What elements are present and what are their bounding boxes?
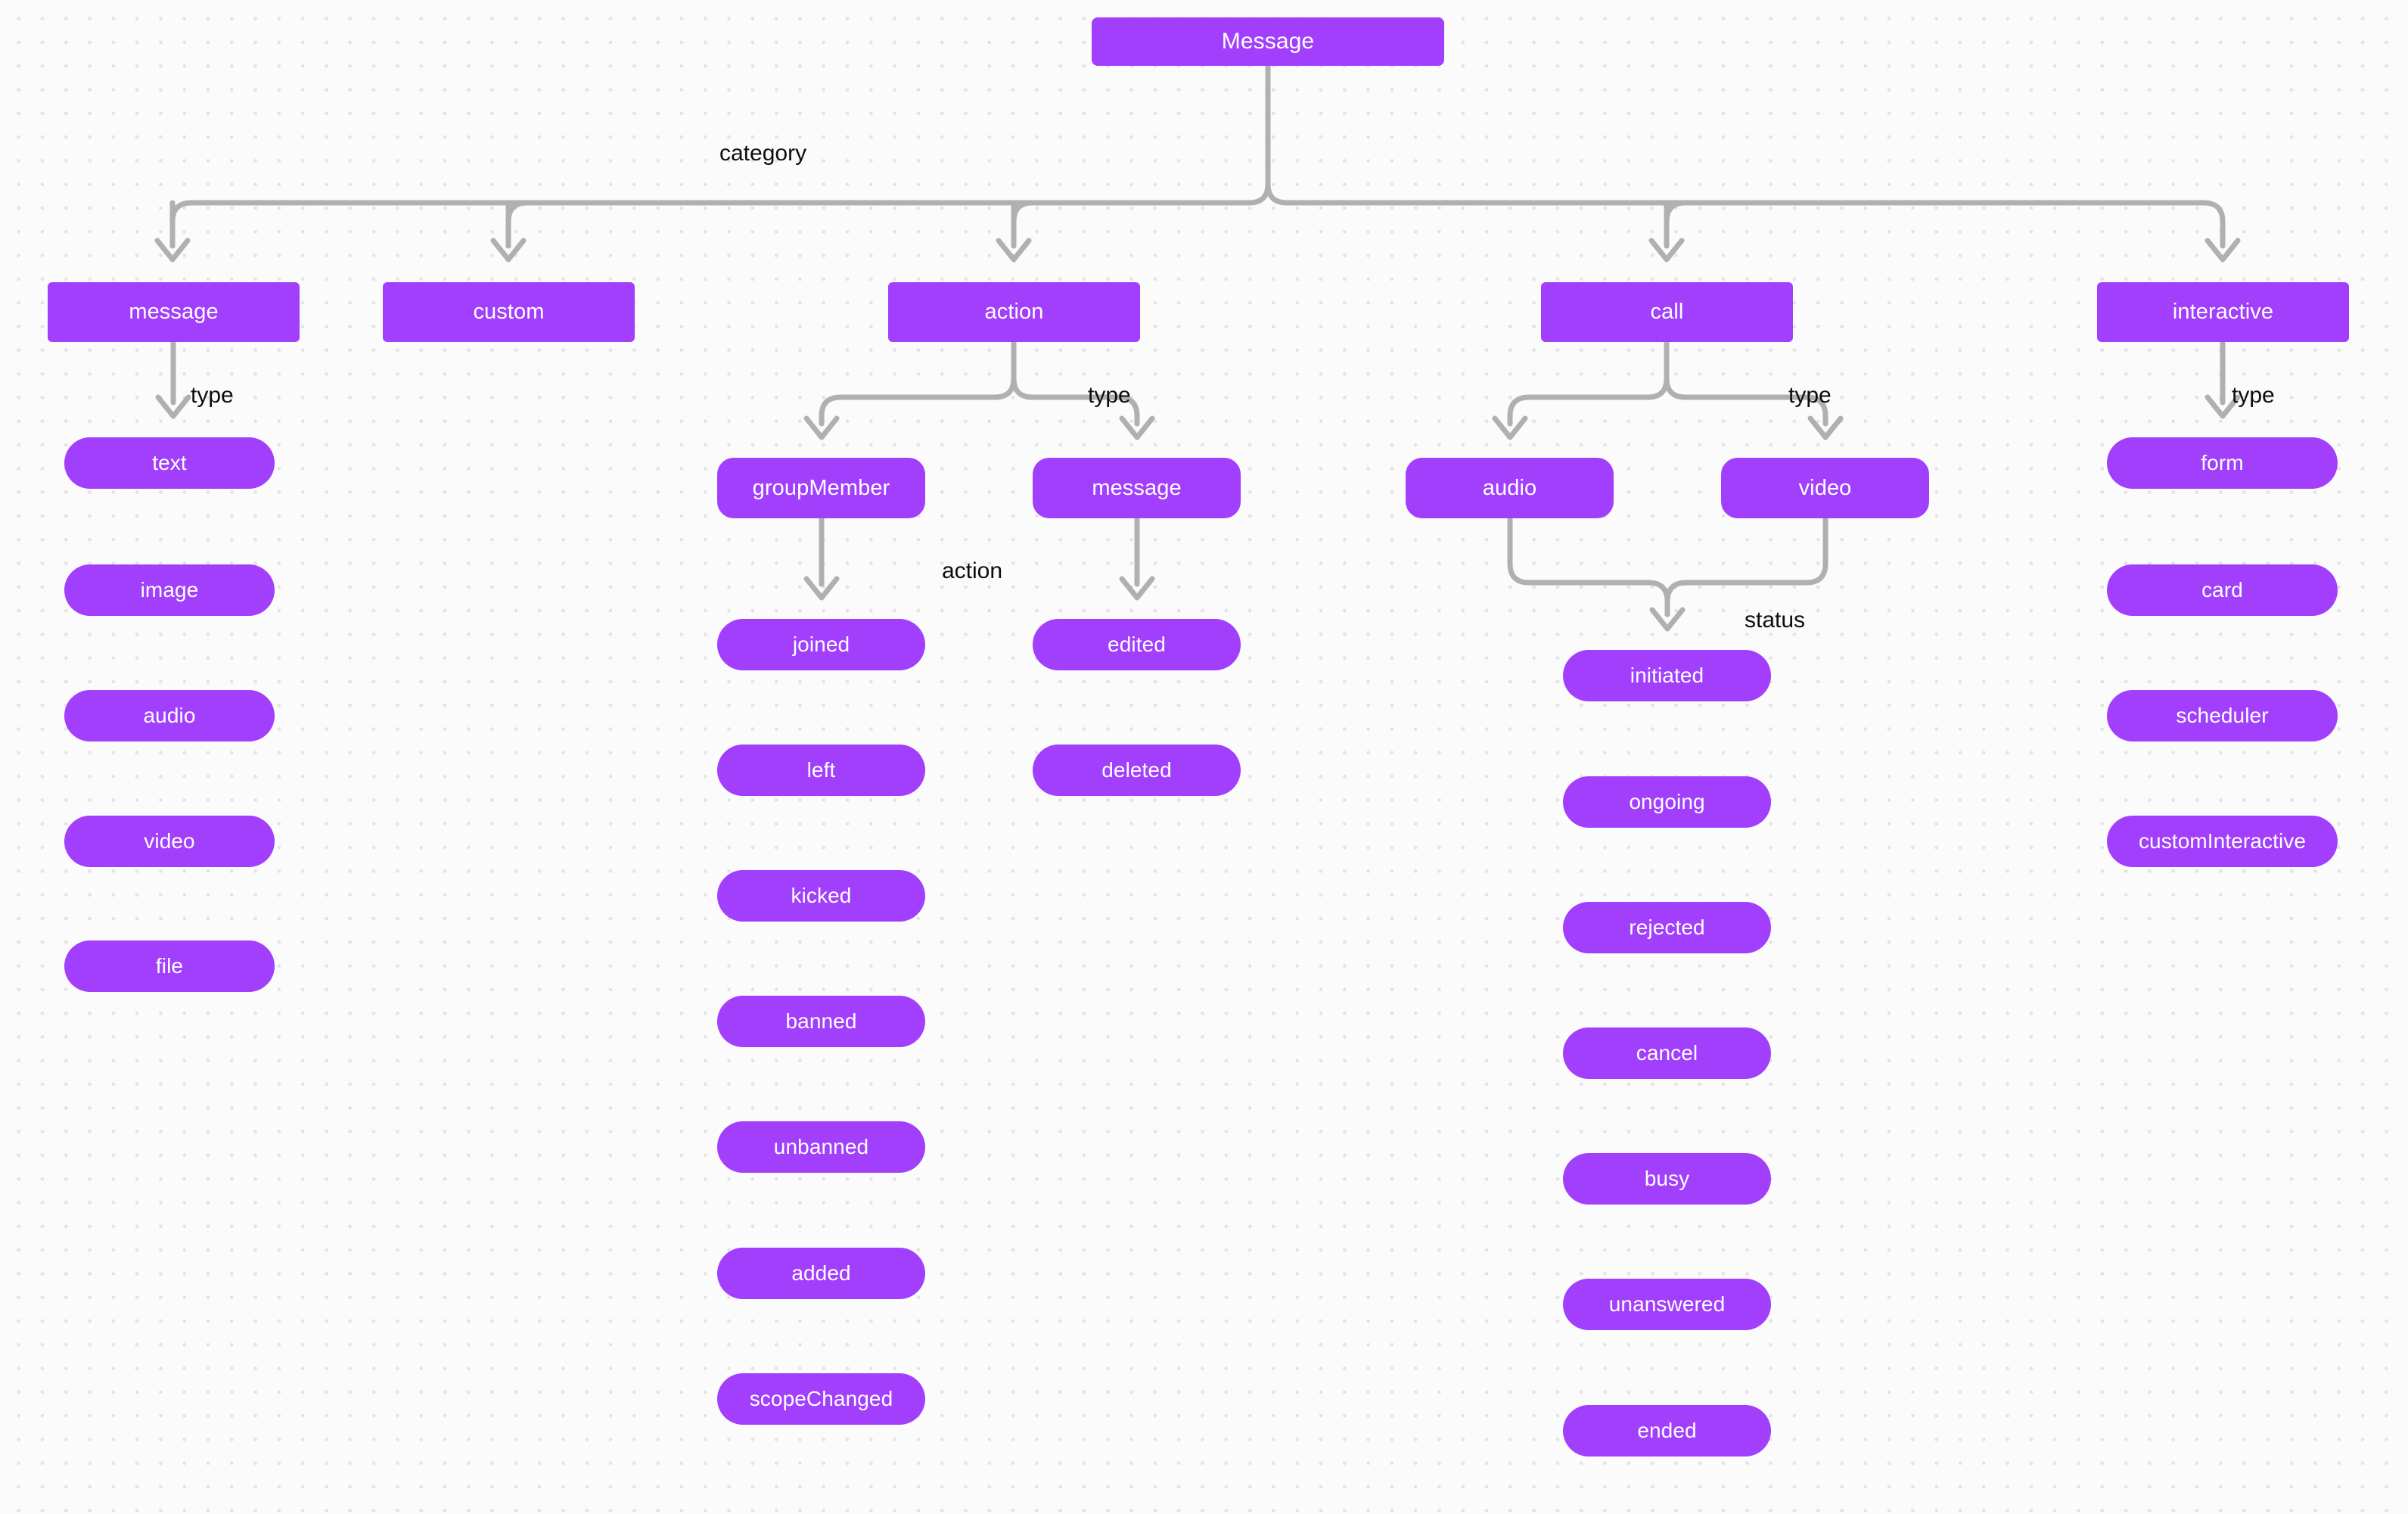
edge-tap-custom: [505, 200, 530, 249]
edge-video-merge: [1664, 515, 1829, 617]
node-call-type-audio[interactable]: audio: [1406, 458, 1614, 518]
node-category-interactive[interactable]: interactive: [2097, 282, 2349, 342]
node-groupmember-action-banned[interactable]: banned: [717, 996, 925, 1047]
edge-label-groupmember-action: action: [942, 558, 1003, 583]
arrow-message: [154, 238, 191, 263]
node-call-status-cancel[interactable]: cancel: [1563, 1027, 1771, 1079]
arrow-joined: [803, 576, 840, 601]
arrow-edited: [1119, 576, 1155, 601]
node-groupmember-action-left[interactable]: left: [717, 745, 925, 796]
edge-call-split-left: [1507, 339, 1670, 427]
node-call-status-ended[interactable]: ended: [1563, 1405, 1771, 1456]
node-groupmember-action-added[interactable]: added: [717, 1248, 925, 1299]
node-call-status-ongoing[interactable]: ongoing: [1563, 776, 1771, 828]
node-call-status-unanswered[interactable]: unanswered: [1563, 1279, 1771, 1330]
node-category-call[interactable]: call: [1541, 282, 1793, 342]
arrow-video: [1807, 415, 1844, 440]
edge-bus-right: [1265, 181, 2226, 249]
node-interactive-type-scheduler[interactable]: scheduler: [2107, 690, 2338, 741]
edge-tap-action: [1011, 200, 1036, 249]
arrow-text: [155, 394, 191, 419]
arrow-initiated: [1649, 607, 1686, 632]
arrow-audio: [1492, 415, 1528, 440]
node-call-status-rejected[interactable]: rejected: [1563, 902, 1771, 953]
edge-audio-merge: [1507, 515, 1670, 617]
node-message-type-text[interactable]: text: [64, 437, 275, 489]
edge-label-call-status: status: [1745, 608, 1806, 633]
node-action-type-message[interactable]: message: [1033, 458, 1241, 518]
node-interactive-type-custominteractive[interactable]: customInteractive: [2107, 816, 2338, 867]
edge-label-call-type: type: [1788, 383, 1832, 408]
arrow-call: [1648, 238, 1685, 263]
node-interactive-type-card[interactable]: card: [2107, 564, 2338, 616]
arrow-custom: [490, 238, 527, 263]
edge-label-message-type: type: [191, 383, 234, 408]
node-groupmember-action-unbanned[interactable]: unbanned: [717, 1121, 925, 1173]
node-call-status-initiated[interactable]: initiated: [1563, 650, 1771, 701]
arrow-action: [996, 238, 1032, 263]
node-groupmember-action-joined[interactable]: joined: [717, 619, 925, 670]
node-message-type-audio[interactable]: audio: [64, 690, 275, 741]
node-call-type-video[interactable]: video: [1721, 458, 1929, 518]
edge-action-split-left: [819, 339, 1017, 427]
node-call-status-busy[interactable]: busy: [1563, 1153, 1771, 1205]
node-category-custom[interactable]: custom: [383, 282, 635, 342]
node-groupmember-action-scopechanged[interactable]: scopeChanged: [717, 1373, 925, 1425]
edge-label-category: category: [719, 141, 807, 166]
node-interactive-type-form[interactable]: form: [2107, 437, 2338, 489]
edge-tap-call: [1664, 200, 1689, 249]
arrow-interactive: [2204, 238, 2241, 263]
node-message-type-video[interactable]: video: [64, 816, 275, 867]
node-action-message-edited[interactable]: edited: [1033, 619, 1241, 670]
node-action-message-deleted[interactable]: deleted: [1033, 745, 1241, 796]
node-message-root[interactable]: Message: [1092, 17, 1444, 66]
node-category-action[interactable]: action: [888, 282, 1140, 342]
node-message-type-file[interactable]: file: [64, 940, 275, 992]
arrow-groupmember: [803, 415, 840, 440]
node-category-message[interactable]: message: [48, 282, 300, 342]
node-groupmember-action-kicked[interactable]: kicked: [717, 870, 925, 922]
arrow-action-message: [1119, 415, 1155, 440]
node-message-type-image[interactable]: image: [64, 564, 275, 616]
node-action-type-groupmember[interactable]: groupMember: [717, 458, 925, 518]
edge-label-action-type: type: [1088, 383, 1131, 408]
edge-bus-left: [169, 181, 1271, 249]
edge-label-interactive-type: type: [2232, 383, 2275, 408]
